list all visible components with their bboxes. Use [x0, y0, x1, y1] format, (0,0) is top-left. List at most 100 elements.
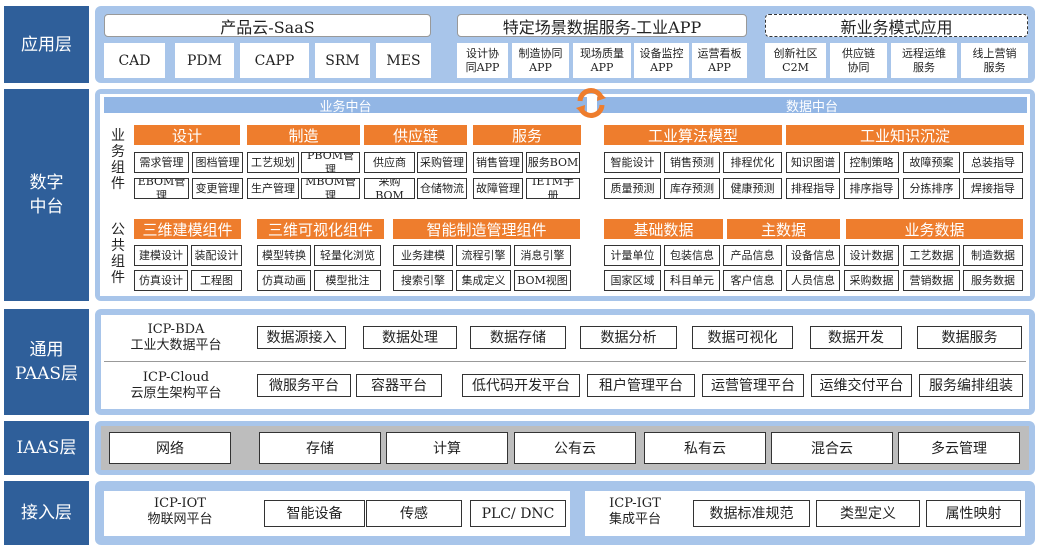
new-biz-item: 供应链 协同 — [830, 43, 887, 78]
knowledge-item: 焊接指导 — [963, 178, 1023, 199]
data-item: 科目单元 — [664, 270, 720, 291]
biz-component-item: 图档管理 — [192, 152, 243, 173]
scene-app-item: 设备监控 APP — [634, 43, 689, 78]
cloud-item: 租户管理平台 — [587, 374, 695, 397]
biz-component-item: IETM手册 — [526, 178, 580, 199]
public-component-label: 公共组件 — [111, 222, 125, 286]
public-component-item: 模型转换 — [257, 245, 311, 266]
biz-component-item: 工艺规划 — [247, 152, 299, 173]
biz-component-head: 服务 — [473, 125, 581, 145]
data-item: 人员信息 — [786, 270, 840, 291]
data-center-band: 数据中台 — [597, 97, 1027, 115]
biz-component-item: 销售管理 — [473, 152, 523, 173]
biz-component-item: 仓储物流 — [417, 178, 467, 199]
public-component-item: 集成定义 — [456, 270, 511, 291]
iot-item: PLC/ DNC — [470, 500, 566, 527]
knowledge-item: 质量预测 — [604, 178, 661, 199]
public-component-item: 工程图 — [191, 270, 242, 291]
algorithm-item: 排程优化 — [723, 152, 782, 173]
biz-component-head: 设计 — [134, 125, 240, 145]
public-component-item: 模型批注 — [314, 270, 381, 291]
bda-platform-label: ICP-BDA 工业大数据平台 — [130, 322, 222, 353]
iot-item: 智能设备 — [264, 500, 365, 527]
biz-component-head: 供应链 — [364, 125, 467, 145]
saas-item: PDM — [175, 43, 234, 78]
biz-component-item: EBOM管理 — [134, 178, 189, 199]
new-biz-item: 创新社区 C2M — [765, 43, 826, 78]
scene-app-item: 制造协同 APP — [512, 43, 569, 78]
data-item: 采购数据 — [844, 270, 899, 291]
data-item: 营销数据 — [903, 270, 960, 291]
public-component-item: 搜索引擎 — [393, 270, 453, 291]
data-item: 产品信息 — [723, 245, 782, 266]
igt-item: 属性映射 — [926, 500, 1021, 527]
knowledge-item: 分拣排序 — [903, 178, 960, 199]
layer-mid-label: 数字 中台 — [4, 89, 89, 301]
saas-item: MES — [376, 43, 431, 78]
bda-item: 数据源接入 — [257, 326, 346, 349]
public-component-item: BOM视图 — [514, 270, 571, 291]
data-item: 服务数据 — [963, 270, 1023, 291]
biz-component-item: 变更管理 — [192, 178, 243, 199]
igt-platform-label: ICP-IGT 集成平台 — [608, 496, 661, 527]
algorithm-item: 智能设计 — [604, 152, 661, 173]
public-component-item: 消息引擎 — [514, 245, 571, 266]
algorithm-item: 故障预案 — [903, 152, 960, 173]
data-type-head: 业务数据 — [846, 219, 1023, 239]
data-item: 包装信息 — [664, 245, 720, 266]
layer-app-label: 应用层 — [4, 6, 89, 83]
bda-item: 数据处理 — [363, 326, 457, 349]
biz-component-item: 采购BOM — [364, 178, 415, 199]
biz-component-item: 采购管理 — [417, 152, 467, 173]
layer-iaas-label: IAAS层 — [4, 421, 89, 475]
bda-item: 数据分析 — [580, 326, 677, 349]
iaas-item: 网络 — [109, 432, 231, 464]
iaas-item: 私有云 — [644, 432, 766, 464]
data-item: 设备信息 — [786, 245, 840, 266]
biz-component-item: 供应商 — [364, 152, 415, 173]
iot-platform-label: ICP-IOT 物联网平台 — [147, 496, 213, 527]
knowledge-item: 排序指导 — [844, 178, 899, 199]
cloud-item: 运维交付平台 — [811, 374, 912, 397]
cloud-item: 低代码开发平台 — [462, 374, 580, 397]
algorithm-item: 知识图谱 — [786, 152, 840, 173]
data-item: 国家区域 — [604, 270, 661, 291]
biz-component-head: 制造 — [247, 125, 360, 145]
scene-app-item: 设计协 同APP — [457, 43, 508, 78]
igt-item: 类型定义 — [816, 500, 920, 527]
saas-title: 产品云-SaaS — [104, 14, 431, 37]
data-item: 制造数据 — [963, 245, 1023, 266]
bda-item: 数据服务 — [917, 326, 1022, 349]
biz-component-item: PBOM管理 — [301, 152, 360, 173]
new-biz-title: 新业务模式应用 — [765, 14, 1028, 37]
data-center-head: 工业算法模型 — [604, 125, 782, 145]
bda-item: 数据开发 — [810, 326, 902, 349]
data-item: 工艺数据 — [903, 245, 960, 266]
biz-component-item: 故障管理 — [473, 178, 523, 199]
scene-title: 特定场景数据服务-工业APP — [457, 14, 747, 37]
data-center-head: 工业知识沉淀 — [786, 125, 1024, 145]
public-component-item: 建模设计 — [134, 245, 188, 266]
iaas-item: 多云管理 — [898, 432, 1020, 464]
iaas-item: 存储 — [259, 432, 381, 464]
data-item: 设计数据 — [844, 245, 899, 266]
data-type-head: 基础数据 — [604, 219, 723, 239]
biz-component-item: 需求管理 — [134, 152, 189, 173]
data-type-head: 主数据 — [727, 219, 840, 239]
public-component-head: 智能制造管理组件 — [393, 219, 580, 239]
knowledge-item: 排程指导 — [786, 178, 840, 199]
biz-component-item: 生产管理 — [247, 178, 299, 199]
paas-divider — [104, 361, 1026, 362]
public-component-item: 仿真设计 — [134, 270, 188, 291]
biz-component-item: MBOM管理 — [301, 178, 360, 199]
bda-item: 数据可视化 — [692, 326, 793, 349]
iot-item: 传感 — [366, 500, 462, 527]
biz-center-band: 业务中台 — [104, 97, 587, 115]
iaas-item: 公有云 — [514, 432, 636, 464]
cloud-platform-label: ICP-Cloud 云原生架构平台 — [130, 370, 222, 401]
layer-access-label: 接入层 — [4, 481, 89, 545]
cloud-item: 微服务平台 — [257, 374, 351, 397]
data-item: 客户信息 — [723, 270, 782, 291]
bda-item: 数据存储 — [470, 326, 566, 349]
saas-item: CAPP — [240, 43, 309, 78]
